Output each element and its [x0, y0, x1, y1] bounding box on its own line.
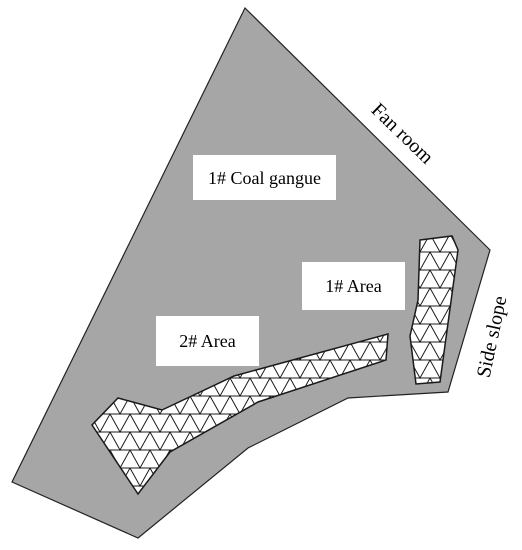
area-2-hatch — [91, 332, 389, 496]
area-1-label: 1# Area — [325, 276, 381, 296]
area-2-label: 2# Area — [179, 331, 235, 351]
coal-gangue-label-box — [193, 155, 336, 200]
coal-gangue-label: 1# Coal gangue — [208, 168, 321, 188]
area-1-label-box — [302, 262, 405, 310]
side-slope-label: Side slope — [473, 294, 512, 380]
area-2-label-box — [156, 316, 259, 366]
area-1-hatch — [409, 235, 459, 385]
